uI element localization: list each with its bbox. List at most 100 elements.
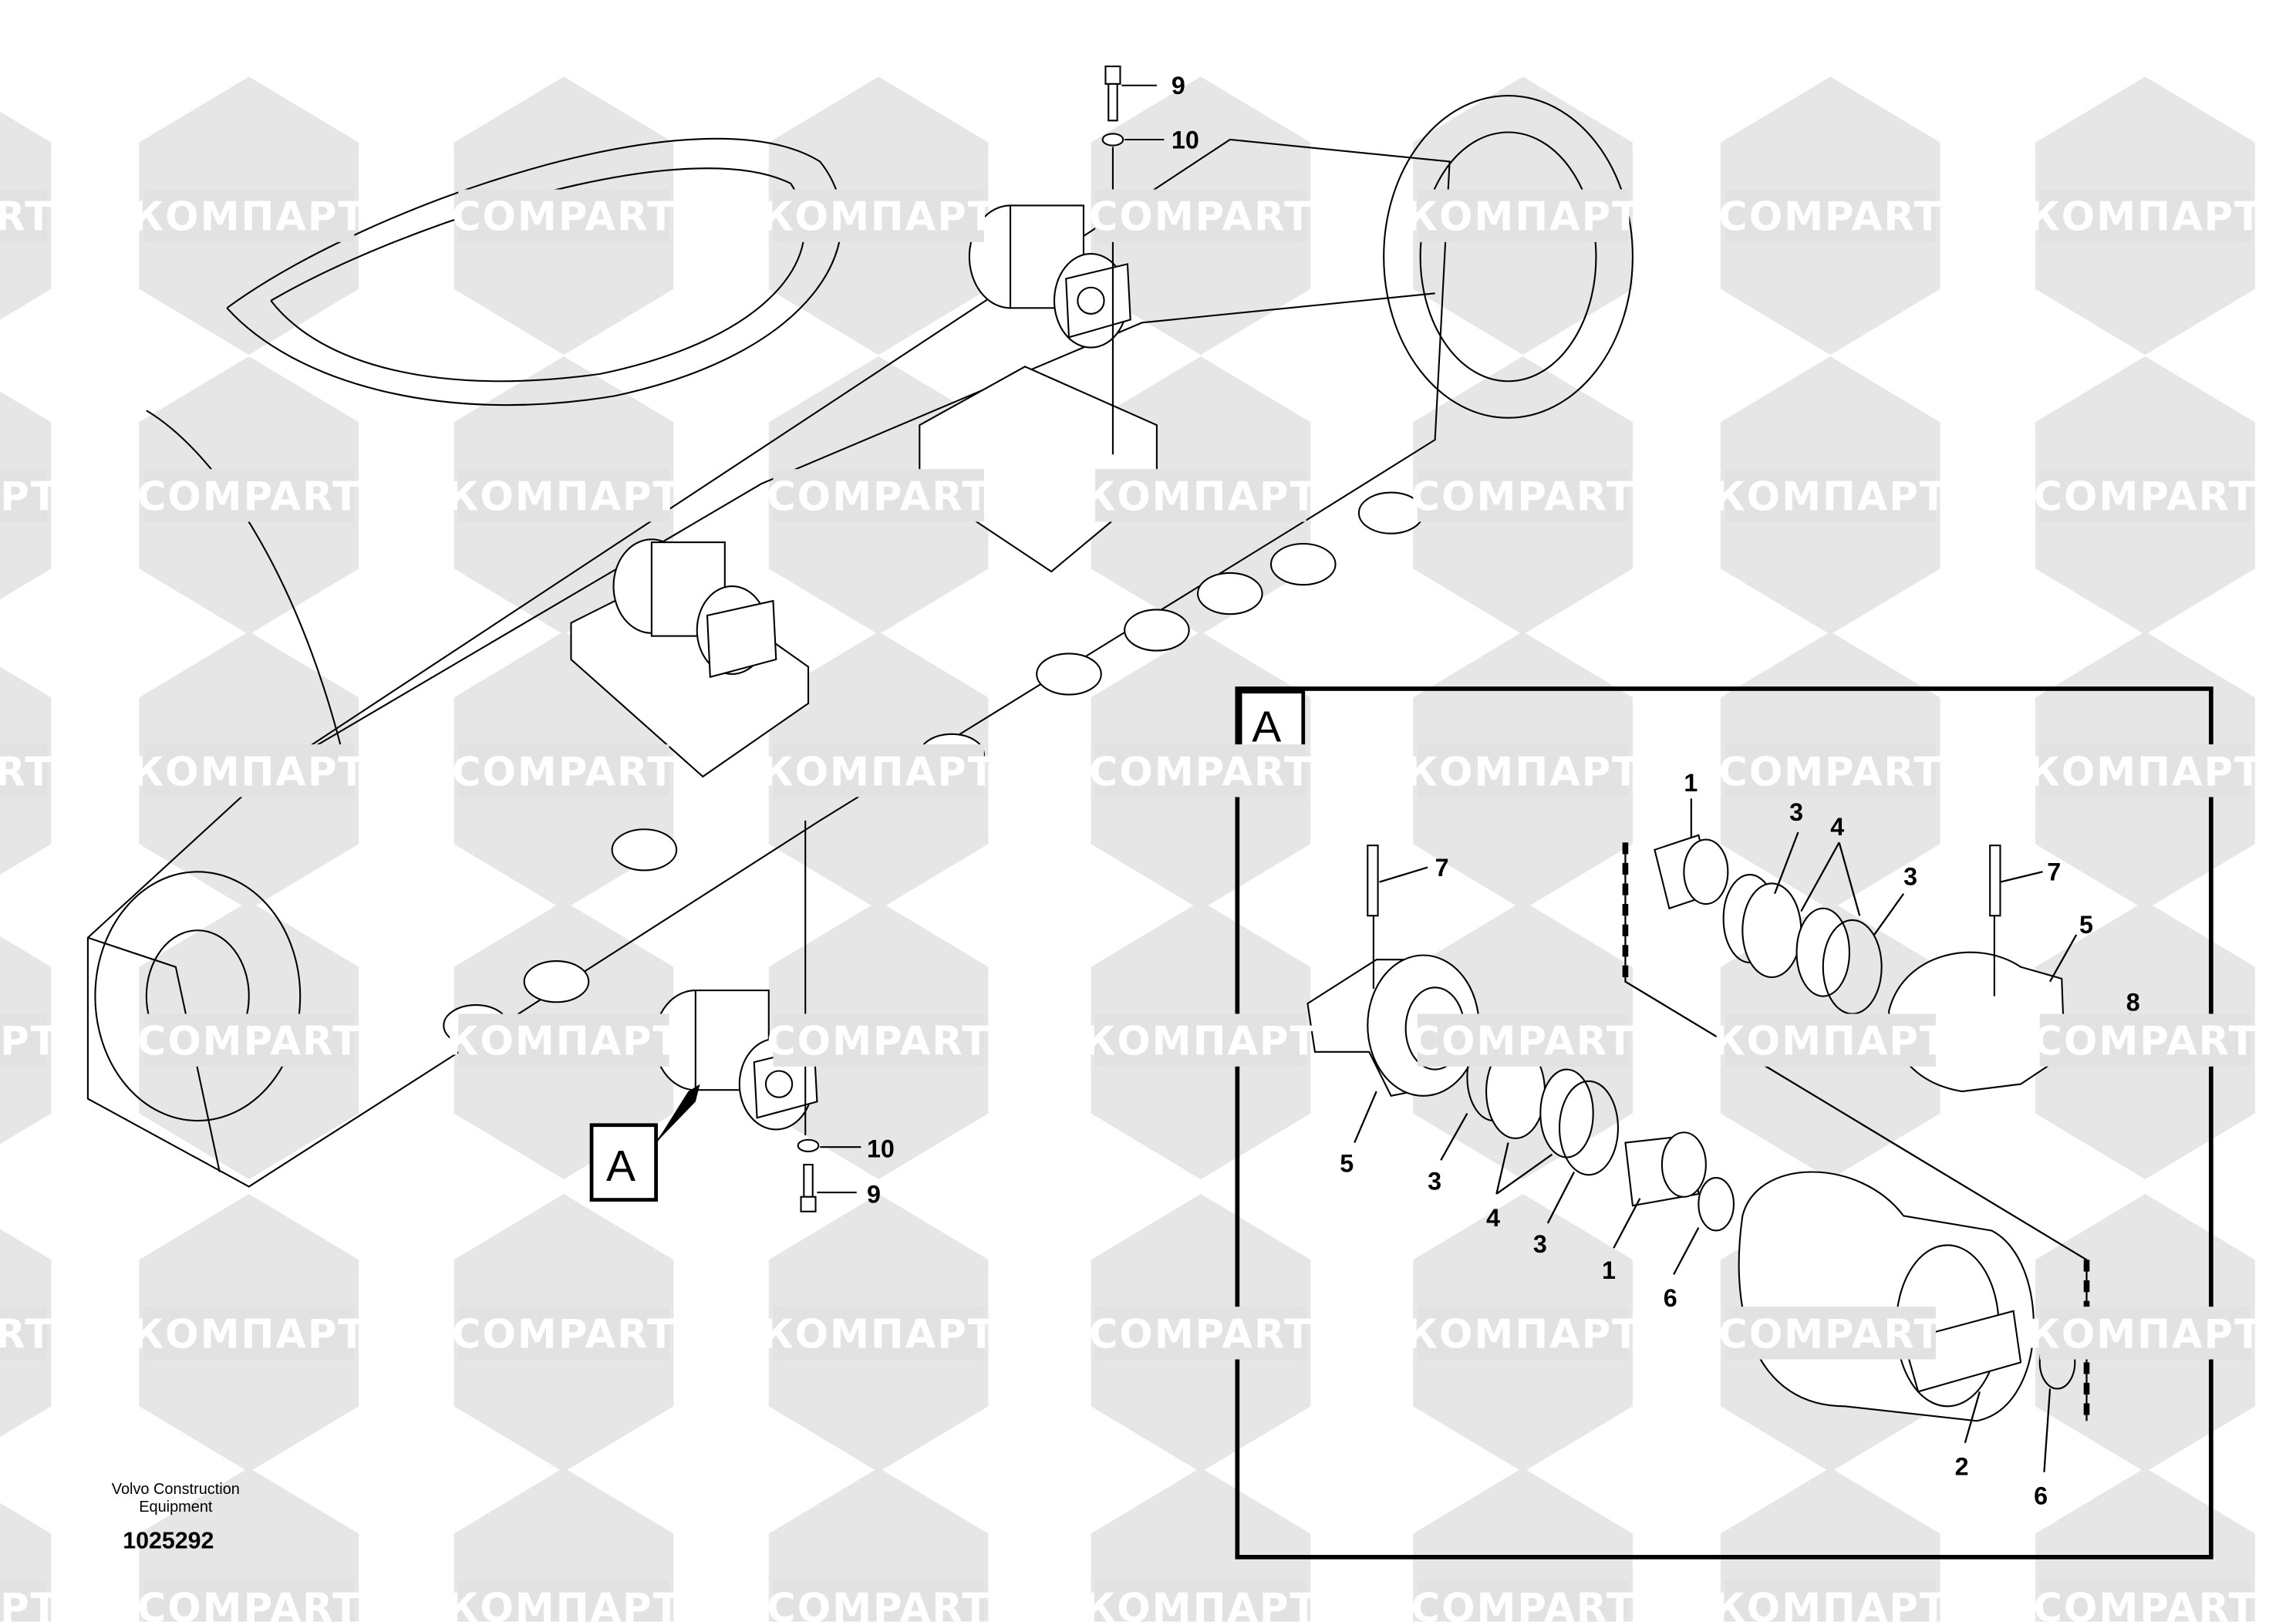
detail-callout-8: 8 xyxy=(2126,989,2140,1017)
detail-reference-box xyxy=(589,1123,658,1202)
title-block: Volvo Construction Equipment 1025292 xyxy=(112,1481,240,1553)
watermark-band xyxy=(143,1013,355,1067)
track-frame-beam xyxy=(86,138,1451,1188)
watermark-text: COMPART xyxy=(137,1019,361,1065)
watermark-band xyxy=(2039,1307,2251,1360)
watermark-text: COMPART xyxy=(1089,749,1313,795)
watermark-band xyxy=(773,469,984,522)
detail-callout-7: 7 xyxy=(2047,858,2061,886)
watermark-text: КОМПАРТ xyxy=(761,1311,996,1357)
watermark-band xyxy=(143,469,355,522)
watermark-band xyxy=(1417,469,1629,522)
watermark-text: COMPART xyxy=(1411,1585,1634,1622)
detail-callout-3: 3 xyxy=(1903,862,1917,890)
watermark-band xyxy=(773,1580,984,1622)
callout-10-bottom: 10 xyxy=(867,1135,895,1163)
watermark-text: COMPART xyxy=(1089,1311,1313,1357)
idler-outer xyxy=(94,871,302,1122)
main-callouts: 9 10 10 9 A xyxy=(589,72,1199,1208)
leader-lines xyxy=(1354,798,2132,1472)
detail-callout-5: 5 xyxy=(1340,1150,1354,1178)
watermark-text: COMPART xyxy=(0,1311,53,1357)
watermark-text: КОМПАРТ xyxy=(1713,474,1948,520)
callout-9-bottom: 9 xyxy=(867,1180,881,1208)
watermark-text: COMPART xyxy=(0,749,53,795)
top-bolt-washer xyxy=(1101,66,1165,455)
detail-callout-2: 2 xyxy=(1955,1453,1969,1481)
watermark-text: COMPART xyxy=(1718,194,1942,241)
detail-callout-3: 3 xyxy=(1789,798,1803,826)
watermark-text: COMPART xyxy=(2033,1585,2257,1622)
watermark-text: КОМПАРТ xyxy=(1083,1585,1318,1622)
detail-callout-3: 3 xyxy=(1533,1230,1547,1258)
watermark-band xyxy=(143,1580,355,1622)
watermark-text: КОМПАРТ xyxy=(2028,749,2263,795)
roller-shaft xyxy=(1077,286,1105,315)
roller-bracket xyxy=(706,599,777,679)
watermark-band xyxy=(1095,1307,1306,1360)
roller-bracket xyxy=(1065,263,1131,339)
company-name-line2: Equipment xyxy=(139,1499,213,1516)
watermark-band xyxy=(0,189,47,242)
roller-shaft xyxy=(764,1070,794,1098)
watermark-band xyxy=(773,189,984,242)
watermark-band xyxy=(143,1307,355,1360)
watermark-band xyxy=(458,1580,669,1622)
pin-right xyxy=(1989,845,2001,917)
watermark-band xyxy=(0,744,47,798)
watermark-band xyxy=(0,1580,47,1622)
watermark-text-layer: COMPART КОМПАРТ COMPART КОМПАРТ COMPART КОМПА… xyxy=(0,189,2263,1622)
upper-structure-edge xyxy=(146,410,352,792)
watermark-text: КОМПАРТ xyxy=(131,194,366,241)
watermark-text: COMPART xyxy=(137,1585,361,1622)
watermark-text: COMPART xyxy=(1411,1019,1634,1065)
callout-9-top: 9 xyxy=(1172,72,1185,99)
watermark-band xyxy=(1095,189,1306,242)
detail-reference-a: A xyxy=(606,1141,636,1191)
watermark-band xyxy=(1417,744,1629,798)
watermark-text: КОМПАРТ xyxy=(761,194,996,241)
watermark-text: COMPART xyxy=(0,194,53,241)
detail-callout-6: 6 xyxy=(1664,1284,1677,1312)
track-roller xyxy=(1197,572,1263,615)
watermark-band xyxy=(0,1307,47,1360)
sprocket-inner xyxy=(1419,131,1597,383)
watermark-text: COMPART xyxy=(1411,474,1634,520)
roller-body-detail xyxy=(1738,1171,2076,1422)
track-frame-top-edge xyxy=(263,292,1435,777)
watermark-band xyxy=(458,1307,669,1360)
watermark-band xyxy=(1417,189,1629,242)
detail-label-a: A xyxy=(1252,702,1281,751)
watermark-band xyxy=(2039,744,2251,798)
watermark-text: КОМПАРТ xyxy=(447,1585,682,1622)
track-frame-drawing xyxy=(86,66,1633,1212)
watermark-text: COMPART xyxy=(1089,194,1313,241)
watermark-band xyxy=(1095,744,1306,798)
watermark-band xyxy=(1417,1580,1629,1622)
watermark-band xyxy=(773,1307,984,1360)
watermark-text: COMPART xyxy=(767,1019,990,1065)
watermark-text: КОМПАРТ xyxy=(131,749,366,795)
detail-callout-4: 4 xyxy=(1486,1204,1500,1232)
watermark-text: COMPART xyxy=(452,1311,676,1357)
track-frame-end xyxy=(87,936,221,1172)
watermark-text: COMPART xyxy=(2033,1019,2257,1065)
detail-callout-1: 1 xyxy=(1684,769,1698,797)
detail-callout-3: 3 xyxy=(1428,1167,1441,1195)
carrier-roller-top xyxy=(968,204,1131,349)
watermark-band xyxy=(1417,1013,1629,1067)
watermark-text: КОМПАРТ xyxy=(761,749,996,795)
watermark-band xyxy=(1725,469,1936,522)
watermark-text: КОМПАРТ xyxy=(1405,194,1640,241)
watermark-band xyxy=(773,1013,984,1067)
left-seals xyxy=(1466,1032,1619,1176)
watermark-text: КОМПАРТ xyxy=(0,1019,59,1065)
track-roller xyxy=(1269,542,1337,586)
track-roller xyxy=(611,828,678,872)
track-roller xyxy=(1124,609,1190,652)
watermark-text: КОМПАРТ xyxy=(0,474,59,520)
watermark-text: COMPART xyxy=(2033,474,2257,520)
company-name-line1: Volvo Construction xyxy=(112,1481,240,1498)
watermark-text: КОМПАРТ xyxy=(447,474,682,520)
